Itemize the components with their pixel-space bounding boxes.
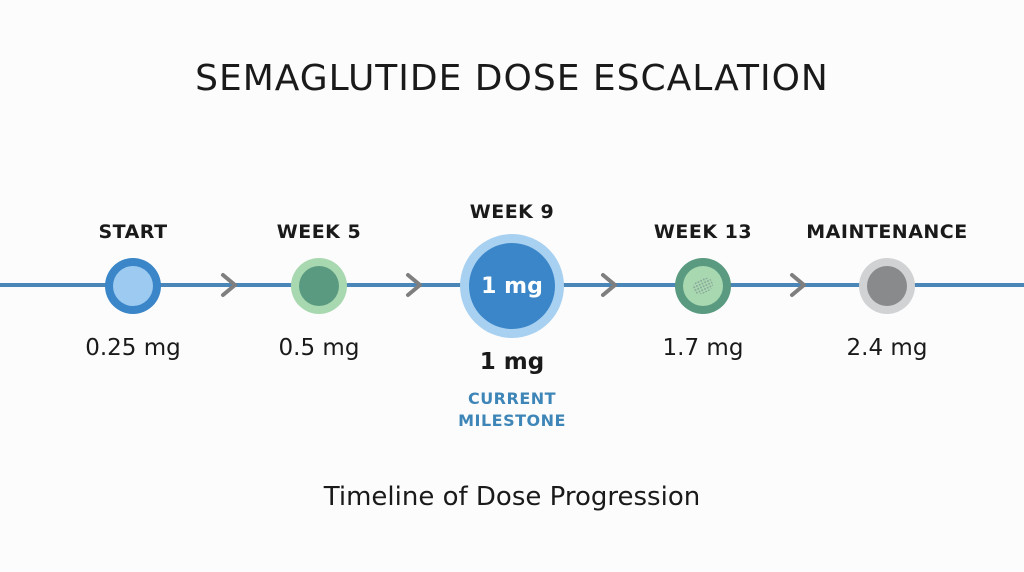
milestone-dose: 1 mg xyxy=(479,349,545,375)
milestone-dose: 2.4 mg xyxy=(846,335,928,361)
milestone-node-week-13 xyxy=(675,258,731,314)
milestone-node-week-9: 1 mg xyxy=(460,234,564,338)
current-dose-badge: 1 mg xyxy=(481,273,543,299)
milestone-label: WEEK 9 xyxy=(469,201,555,223)
chevron-right-icon xyxy=(406,273,422,297)
milestone-label: MAINTENANCE xyxy=(806,221,968,243)
chevron-right-icon xyxy=(601,273,617,297)
milestone-label: WEEK 5 xyxy=(276,221,362,243)
milestone-dose: 0.25 mg xyxy=(85,335,181,361)
milestone-label: WEEK 13 xyxy=(653,221,753,243)
milestone-dose: 0.5 mg xyxy=(278,335,360,361)
diagram-title: SEMAGLUTIDE DOSE ESCALATION xyxy=(195,58,829,99)
milestone-node-start xyxy=(105,258,161,314)
milestone-node-week-5 xyxy=(291,258,347,314)
chevron-right-icon xyxy=(221,273,237,297)
chevron-right-icon xyxy=(790,273,806,297)
current-milestone-tag: CURRENT MILESTONE xyxy=(458,389,566,430)
diagram-subtitle: Timeline of Dose Progression xyxy=(323,482,701,512)
milestone-node-maintenance xyxy=(859,258,915,314)
milestone-label: START xyxy=(98,221,168,243)
milestone-dose: 1.7 mg xyxy=(662,335,744,361)
